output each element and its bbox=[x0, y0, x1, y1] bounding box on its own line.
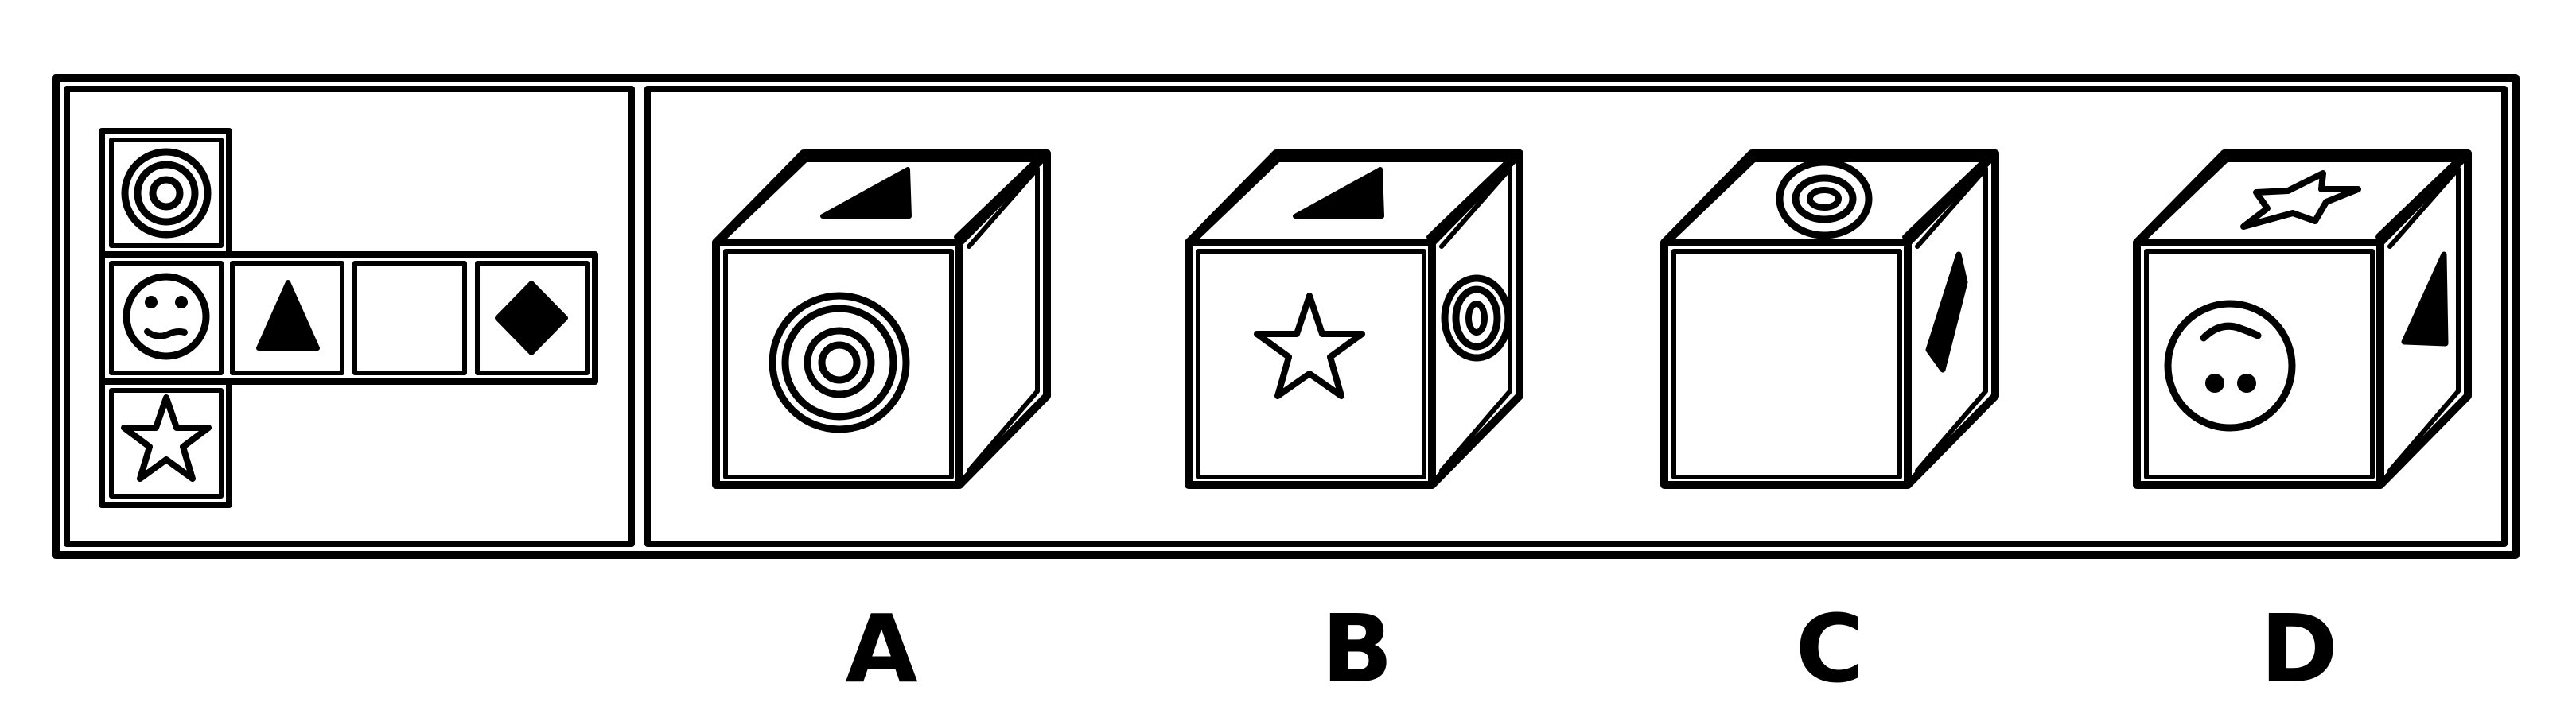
option-d-label[interactable]: D bbox=[2260, 594, 2338, 704]
top-star-outline-icon bbox=[2240, 170, 2361, 230]
front-smiley-face-icon bbox=[2164, 300, 2296, 432]
star-outline-icon bbox=[121, 394, 212, 482]
filled-triangle-icon bbox=[256, 280, 320, 351]
front-concentric-circles-icon bbox=[769, 292, 910, 433]
top-triangle-icon bbox=[820, 167, 912, 219]
top-concentric-circles-icon bbox=[1776, 158, 1873, 239]
net-face-diamond bbox=[475, 261, 590, 375]
option-c-label[interactable]: C bbox=[1796, 594, 1865, 704]
front-star-outline-icon bbox=[1254, 293, 1365, 399]
side-triangle-icon bbox=[2401, 251, 2449, 347]
net-face-triangle bbox=[230, 261, 344, 375]
smiley-face-icon bbox=[123, 273, 210, 360]
cube-net bbox=[99, 128, 598, 508]
option-d-cube[interactable] bbox=[2133, 149, 2472, 489]
concentric-circles-icon bbox=[121, 148, 212, 239]
net-face-concentric bbox=[109, 138, 224, 248]
outer-frame bbox=[52, 74, 2520, 559]
option-a-cube[interactable] bbox=[712, 149, 1051, 489]
side-diamond-icon bbox=[1925, 251, 1968, 373]
option-labels: A B C D bbox=[845, 594, 2338, 704]
net-face-smiley bbox=[109, 261, 224, 375]
net-face-blank bbox=[352, 261, 467, 375]
top-triangle-icon bbox=[1293, 167, 1384, 219]
net-face-star bbox=[109, 388, 224, 499]
option-b-cube[interactable] bbox=[1185, 149, 1523, 489]
side-concentric-circles-icon bbox=[1441, 274, 1512, 362]
option-c-cube[interactable] bbox=[1660, 149, 1999, 489]
option-b-label[interactable]: B bbox=[1321, 594, 1393, 704]
filled-diamond-icon bbox=[495, 281, 568, 355]
option-a-label[interactable]: A bbox=[845, 594, 917, 704]
